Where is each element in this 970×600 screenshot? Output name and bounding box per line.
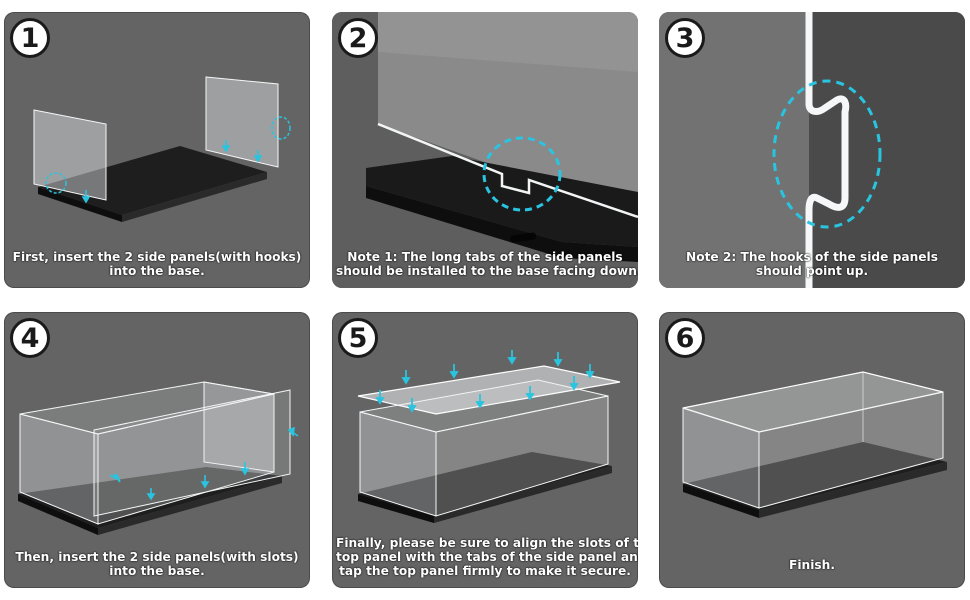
step-3-illustration (659, 12, 965, 288)
caption-line: into the base. (109, 264, 205, 278)
step-5-caption: Finally, please be sure to align the slo… (336, 536, 638, 578)
caption-line: First, insert the 2 side panels(with hoo… (12, 250, 302, 264)
step-number-badge: 2 (338, 18, 378, 58)
step-1-illustration (33, 76, 291, 222)
caption-line: top panel with the tabs of the side pane… (336, 550, 638, 564)
step-3-caption: Note 2: The hooks of the side panels sho… (663, 250, 961, 278)
caption-line: tap the top panel firmly to make it secu… (339, 564, 631, 578)
caption-line: Note 2: The hooks of the side panels (686, 250, 938, 264)
caption-line: Finish. (789, 558, 835, 572)
step-3-panel: 3 Note 2: The hooks of the side panels s… (659, 12, 965, 288)
step-4-panel: 4 Then, insert the 2 side panels(with sl… (4, 312, 310, 588)
step-number-badge: 4 (10, 318, 50, 358)
caption-line: into the base. (109, 564, 205, 578)
caption-line: Finally, please be sure to align the slo… (336, 536, 638, 550)
step-1-panel: 1 First, insert the 2 side panels(with h… (4, 12, 310, 288)
step-number-badge: 5 (338, 318, 378, 358)
step-number-badge: 3 (665, 18, 705, 58)
step-2-panel: 2 Note 1: The long tabs of the side pane… (332, 12, 638, 288)
step-5-illustration (357, 350, 621, 523)
step-6-caption: Finish. (663, 558, 961, 572)
caption-line: Then, insert the 2 side panels(with slot… (15, 550, 299, 564)
step-number-badge: 1 (10, 18, 50, 58)
caption-line: should be installed to the base facing d… (336, 264, 638, 278)
step-4-caption: Then, insert the 2 side panels(with slot… (8, 550, 306, 578)
step-6-panel: 6 Finish. (659, 312, 965, 588)
step-2-illustration (332, 12, 638, 288)
step-1-caption: First, insert the 2 side panels(with hoo… (8, 250, 306, 278)
step-6-illustration (682, 371, 947, 518)
caption-line: should point up. (755, 264, 869, 278)
step-5-panel: 5 Finally, please be sure to align the s… (332, 312, 638, 588)
caption-line: Note 1: The long tabs of the side panels (347, 250, 623, 264)
step-2-caption: Note 1: The long tabs of the side panels… (336, 250, 638, 278)
step-number-badge: 6 (665, 318, 705, 358)
step-4-illustration (18, 381, 299, 535)
